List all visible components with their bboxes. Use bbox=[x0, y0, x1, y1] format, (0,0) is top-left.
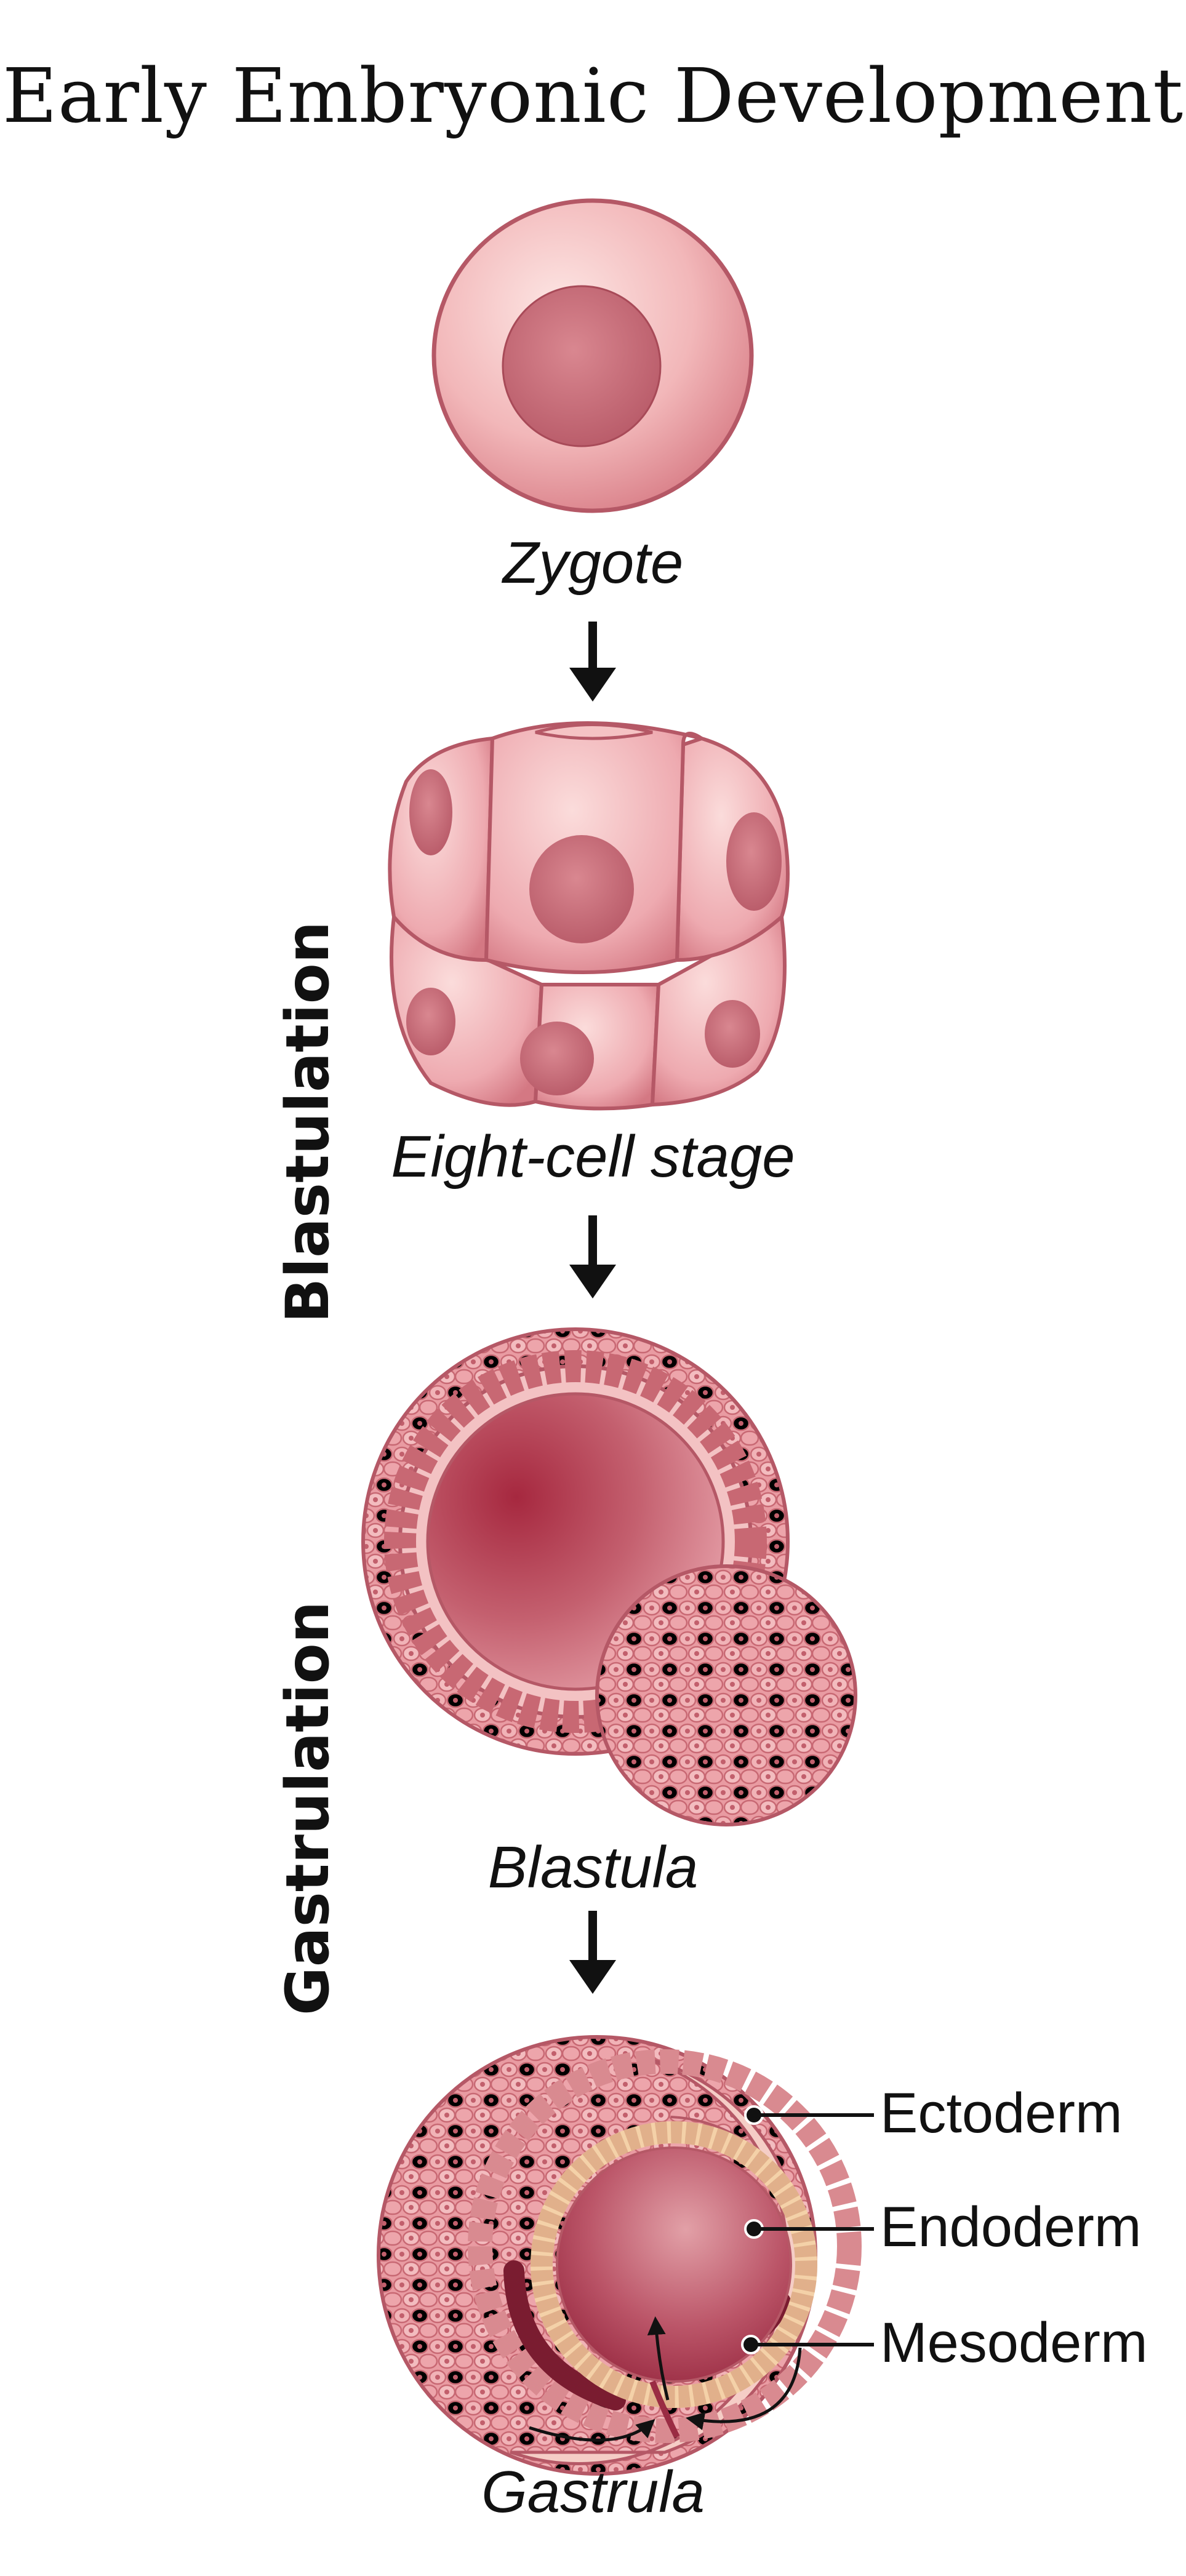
gastrula-label: Gastrula bbox=[481, 2459, 705, 2525]
gastrulation-label: Gastrulation bbox=[273, 1601, 342, 2015]
gastrula-embryo bbox=[377, 2035, 862, 2476]
down-arrow-icon bbox=[569, 1911, 616, 1994]
blastula-label: Blastula bbox=[487, 1834, 699, 1900]
endoderm-label: Endoderm bbox=[880, 2196, 1142, 2258]
zygote-label: Zygote bbox=[502, 530, 684, 596]
mesoderm-label: Mesoderm bbox=[880, 2311, 1148, 2374]
eight-cell-label: Eight-cell stage bbox=[391, 1124, 795, 1190]
endoderm-pointer bbox=[744, 2219, 874, 2239]
mesoderm-pointer bbox=[741, 2335, 874, 2354]
blastulation-label: Blastulation bbox=[273, 921, 342, 1323]
ectoderm-label: Ectoderm bbox=[880, 2082, 1123, 2145]
ectoderm-pointer bbox=[744, 2105, 874, 2125]
zygote-cell bbox=[431, 198, 754, 513]
blastula-embryo bbox=[361, 1327, 857, 1826]
diagram-title: Early Embryonic Development bbox=[2, 52, 1184, 140]
down-arrow-icon bbox=[569, 1215, 616, 1298]
down-arrow-icon bbox=[569, 622, 616, 702]
eight-cell-embryo bbox=[388, 721, 790, 1111]
